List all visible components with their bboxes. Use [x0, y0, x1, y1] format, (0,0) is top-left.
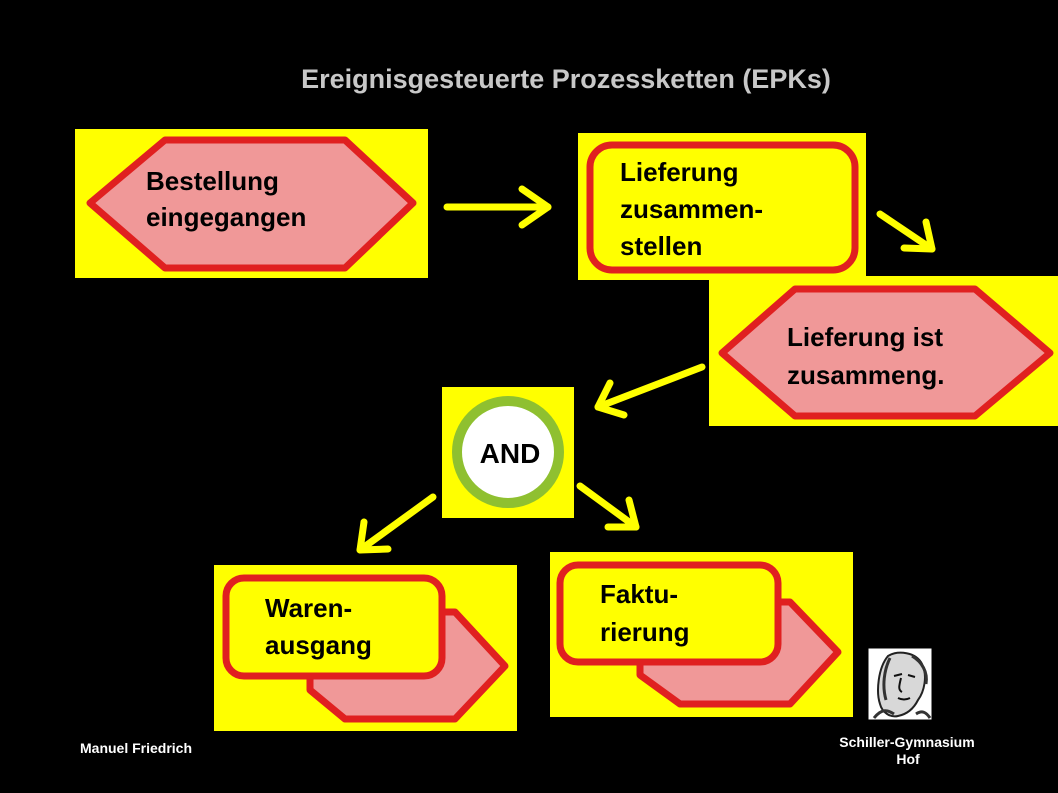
function-box [556, 561, 782, 666]
arrow-and-to-invoicing [576, 482, 640, 531]
portrait-sketch-icon [867, 647, 933, 721]
function-assemble-delivery: Lieferung zusammen- stellen [578, 133, 866, 280]
function-label-line: rierung [600, 617, 690, 647]
svg-text:Lieferung zusammen-: Lieferung zusammen- stellen [620, 157, 770, 261]
arrow-and-to-goods-issue [356, 493, 437, 554]
function-label-line: ausgang [265, 630, 372, 660]
function-label-line: Faktu- [600, 579, 678, 609]
arrow-order-to-assemble [443, 185, 552, 229]
event-label-line: Bestellung [146, 166, 279, 196]
connector-label: AND [480, 438, 541, 469]
event-label-line: zusammeng. [787, 360, 945, 390]
function-label-line: zusammen- [620, 194, 763, 224]
svg-text:Bestellung eingegangen: Bestellung eingegangen [146, 166, 306, 232]
event-hexagon [718, 285, 1054, 420]
flow-arrows [356, 185, 936, 554]
function-box [222, 574, 446, 680]
function-label-line: Waren- [265, 593, 352, 623]
page-title: Ereignisgesteuerte Prozessketten (EPKs) [301, 64, 831, 94]
author-label: Manuel Friedrich [80, 740, 192, 756]
event-label-line: eingegangen [146, 202, 306, 232]
event-order-received: Bestellung eingegangen [75, 129, 428, 278]
school-name: Schiller-Gymnasium [839, 734, 974, 750]
event-hexagon [86, 136, 417, 272]
svg-text:Waren- ausgang: Waren- ausgang [265, 593, 372, 660]
event-delivery-assembled: Lieferung ist zusammeng. [709, 276, 1058, 426]
function-label-line: Lieferung [620, 157, 738, 187]
function-box [586, 141, 859, 274]
svg-text:Faktu- rierung: Faktu- rierung [600, 579, 690, 647]
function-label-line: stellen [620, 231, 702, 261]
function-goods-issue: Waren- ausgang [214, 565, 517, 731]
event-label-line: Lieferung ist [787, 322, 943, 352]
arrow-assembled-to-and [594, 363, 706, 419]
and-connector: AND [442, 387, 574, 518]
function-invoicing: Faktu- rierung [550, 552, 853, 717]
svg-text:Lieferung ist zusammeng.: Lieferung ist zusammeng. [787, 322, 950, 390]
school-city: Hof [896, 751, 920, 767]
connector-circle [452, 396, 564, 508]
arrow-assemble-to-assembled [876, 210, 936, 253]
